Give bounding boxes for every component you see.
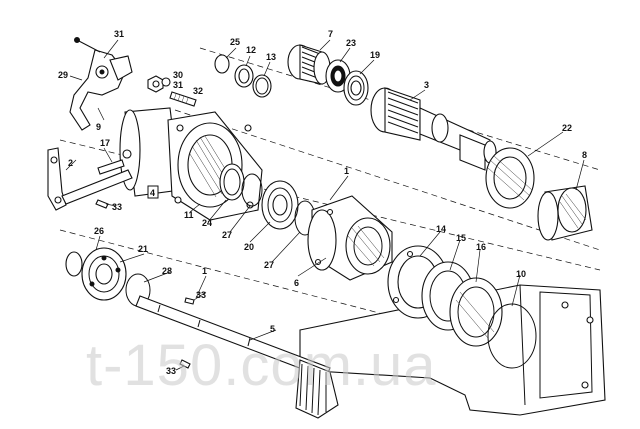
seal-part-24 <box>219 163 245 201</box>
o-ring-part-10 <box>487 303 537 369</box>
callout-27b: 27 <box>264 260 274 270</box>
callout-12: 12 <box>246 45 256 55</box>
callout-9: 9 <box>96 122 101 132</box>
cover-part-6 <box>307 195 393 281</box>
callout-11: 11 <box>184 210 194 220</box>
bearing-part-21 <box>81 247 127 301</box>
seal-part-26 <box>65 251 83 277</box>
callout-19: 19 <box>370 50 380 60</box>
callout-5: 5 <box>270 324 275 334</box>
callout-25: 25 <box>230 37 240 47</box>
bearing-part-19 <box>343 70 369 106</box>
callout-27a: 27 <box>222 230 232 240</box>
callout-24: 24 <box>202 218 212 228</box>
callout-13: 13 <box>266 52 276 62</box>
snap-ring-part-27a <box>241 173 263 207</box>
hub-flange-part-4 <box>119 107 263 221</box>
coupling-part-8 <box>537 185 593 241</box>
callout-17: 17 <box>100 138 110 148</box>
callout-32: 32 <box>193 86 203 96</box>
callout-20: 20 <box>244 242 254 252</box>
housing-frame <box>299 284 606 416</box>
callout-28: 28 <box>162 266 172 276</box>
disc-part-16 <box>449 277 503 347</box>
pins-part-33 <box>95 199 195 369</box>
ring-part-22 <box>485 147 535 209</box>
seal-rings-25-12-13 <box>214 54 272 98</box>
callout-22: 22 <box>562 123 572 133</box>
callout-31b: 31 <box>173 80 183 90</box>
callout-8: 8 <box>582 150 587 160</box>
callout-29: 29 <box>58 70 68 80</box>
splined-shaft-part-3 <box>370 87 497 171</box>
watermark-text: t-150.com.ua <box>86 333 437 398</box>
leader-lines <box>65 39 585 371</box>
lever-arm-part-2 <box>47 147 133 211</box>
callout-1b: 1 <box>202 266 207 276</box>
callout-1a: 1 <box>344 166 349 176</box>
callout-33b: 33 <box>196 290 206 300</box>
callout-3: 3 <box>424 80 429 90</box>
callouts: 31 29 9 30 31 32 25 12 13 7 23 19 3 22 8… <box>58 29 587 376</box>
callout-2: 2 <box>68 158 73 168</box>
callout-4-box <box>147 185 159 199</box>
callout-26: 26 <box>94 226 104 236</box>
callout-33a: 33 <box>112 202 122 212</box>
callout-23: 23 <box>346 38 356 48</box>
callout-4: 4 <box>150 188 155 198</box>
callout-31a: 31 <box>114 29 124 39</box>
callout-7: 7 <box>328 29 333 39</box>
gear-part-7 <box>287 44 331 85</box>
fasteners-30-31-32 <box>147 75 197 107</box>
bevel-shaft-part-5 <box>135 295 339 419</box>
callout-6: 6 <box>294 278 299 288</box>
callout-14: 14 <box>436 224 446 234</box>
bearing-part-20 <box>261 180 299 230</box>
callout-21: 21 <box>138 244 148 254</box>
callout-16: 16 <box>476 242 486 252</box>
callout-33c: 33 <box>166 366 176 376</box>
fork-lever-part-9 <box>69 37 133 131</box>
callout-15: 15 <box>456 233 466 243</box>
callout-30: 30 <box>173 70 183 80</box>
callout-10: 10 <box>516 269 526 279</box>
